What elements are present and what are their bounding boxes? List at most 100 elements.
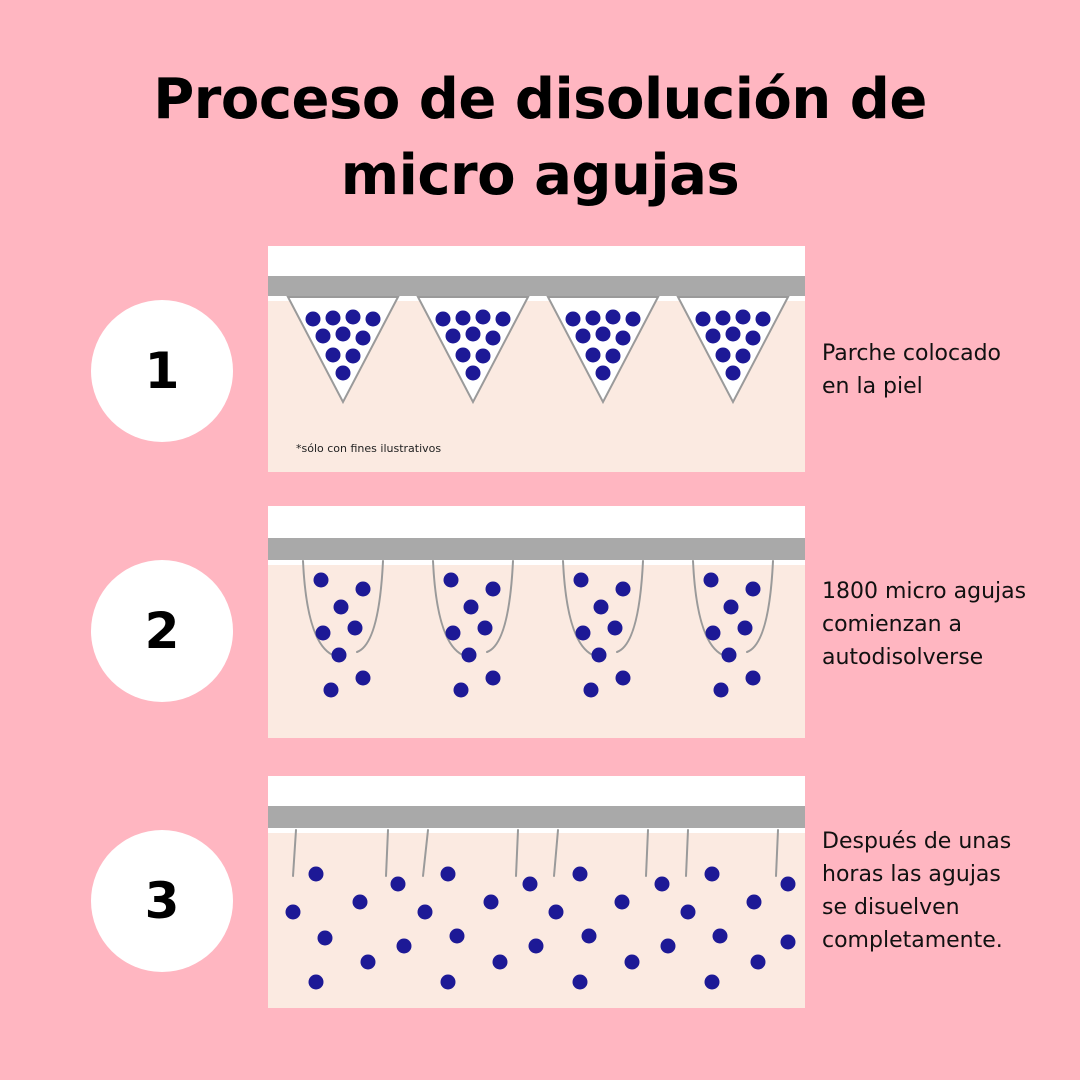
particle-dot <box>305 311 321 327</box>
particle-dot <box>485 330 501 346</box>
particle-dot <box>345 309 361 325</box>
particle-dot <box>465 326 481 342</box>
particle-dot <box>723 599 739 615</box>
dissolving-needle-outline <box>432 560 514 657</box>
step-2-line-3: autodisolverse <box>822 645 984 670</box>
particle-dot <box>704 974 720 990</box>
particle-dot <box>440 974 456 990</box>
particle-dot <box>721 647 737 663</box>
particle-dot <box>750 954 766 970</box>
patch-edge <box>268 560 805 565</box>
needle-remnant <box>685 829 689 877</box>
particle-dot <box>715 347 731 363</box>
step-1-number-badge: 1 <box>91 300 233 442</box>
patch-base <box>268 506 805 538</box>
step-2-line-2: comienzan a <box>822 612 963 637</box>
particle-dot <box>390 876 406 892</box>
particle-dot <box>745 330 761 346</box>
particle-dot <box>492 954 508 970</box>
particle-dot <box>575 328 591 344</box>
particle-dot <box>352 894 368 910</box>
particle-dot <box>625 311 641 327</box>
particle-dot <box>735 348 751 364</box>
step-2-illustration <box>268 506 805 738</box>
particle-dot <box>495 311 511 327</box>
skin-layer <box>268 812 805 1008</box>
title-line-2: micro agujas <box>340 143 740 208</box>
particle-dot <box>453 682 469 698</box>
particle-dot <box>712 928 728 944</box>
step-2-number: 2 <box>144 602 180 660</box>
particle-dot <box>705 625 721 641</box>
particle-dot <box>713 682 729 698</box>
particle-dot <box>585 310 601 326</box>
step-2-diagram <box>268 506 805 738</box>
step-3-line-4: completamente. <box>822 928 1003 953</box>
particle-dot <box>285 904 301 920</box>
particle-dot <box>355 330 371 346</box>
particle-dot <box>605 309 621 325</box>
particle-dot <box>695 311 711 327</box>
particle-dot <box>396 938 412 954</box>
patch-band <box>268 806 805 828</box>
particle-dot <box>463 599 479 615</box>
patch-base <box>268 776 805 806</box>
particle-dot <box>317 930 333 946</box>
step-3-diagram <box>268 776 805 1008</box>
particle-dot <box>417 904 433 920</box>
particle-dot <box>591 647 607 663</box>
particle-dot <box>455 347 471 363</box>
dissolving-needle-outline <box>302 560 384 657</box>
particle-dot <box>325 347 341 363</box>
particle-dot <box>575 625 591 641</box>
particle-dot <box>605 348 621 364</box>
particle-dot <box>308 974 324 990</box>
needle-remnant <box>422 829 429 877</box>
step-3-line-1: Después de unas <box>822 829 1012 854</box>
particle-dot <box>595 326 611 342</box>
particle-dot <box>755 311 771 327</box>
particle-dot <box>443 572 459 588</box>
dissolving-needle-outline <box>692 560 774 657</box>
particle-dot <box>449 928 465 944</box>
particle-dot <box>705 328 721 344</box>
particle-dot <box>345 348 361 364</box>
needle-remnant <box>292 829 297 877</box>
particle-dot <box>614 894 630 910</box>
particle-dot <box>323 682 339 698</box>
particle-dot <box>680 904 696 920</box>
particle-dot <box>355 670 371 686</box>
step-1-number: 1 <box>144 342 180 400</box>
particle-dot <box>528 938 544 954</box>
particle-dot <box>780 934 796 950</box>
particle-dot <box>440 866 456 882</box>
particle-dot <box>522 876 538 892</box>
patch-edge <box>268 296 805 301</box>
particle-dot <box>654 876 670 892</box>
particle-dot <box>347 620 363 636</box>
particle-dot <box>624 954 640 970</box>
particle-dot <box>483 894 499 910</box>
skin-layer <box>268 542 805 738</box>
needle-remnant <box>553 829 559 877</box>
particle-dot <box>475 309 491 325</box>
dissolving-needle-outline <box>562 560 644 657</box>
patch-base <box>268 246 805 276</box>
particle-dot <box>331 647 347 663</box>
particle-dot <box>607 620 623 636</box>
particle-dot <box>485 581 501 597</box>
particle-dot <box>435 311 451 327</box>
step-3-number: 3 <box>144 872 180 930</box>
particle-dot <box>315 625 331 641</box>
step-1-diagram: *sólo con fines ilustrativos <box>268 246 805 472</box>
particle-dot <box>455 310 471 326</box>
step-2-line-1: 1800 micro agujas <box>822 579 1027 604</box>
particle-dot <box>445 625 461 641</box>
patch-band <box>268 276 805 296</box>
title-line-1: Proceso de disolución de <box>153 67 927 132</box>
step-3-line-2: horas las agujas <box>822 862 1001 887</box>
particle-dot <box>333 599 349 615</box>
particle-dot <box>585 347 601 363</box>
particle-dot <box>335 365 351 381</box>
particle-dot <box>565 311 581 327</box>
